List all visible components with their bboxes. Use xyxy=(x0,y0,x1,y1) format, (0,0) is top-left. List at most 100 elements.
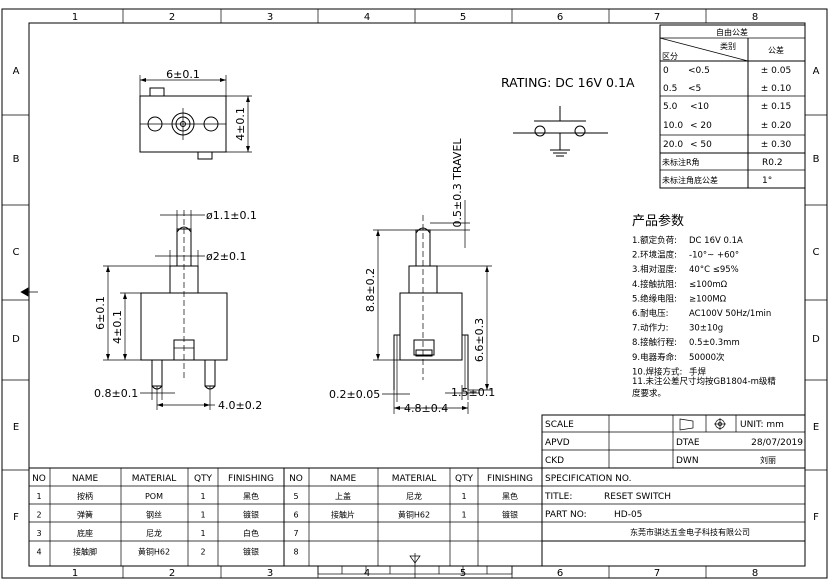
param-value: 50000次 xyxy=(689,352,725,363)
scale-label: SCALE xyxy=(545,420,574,430)
bom-cell: 底座 xyxy=(77,528,93,538)
dim-1-5: 1.5±0.1 xyxy=(451,386,495,399)
bom-cell: 1 xyxy=(461,492,466,501)
param-label: 6.耐电压: xyxy=(632,308,668,319)
bom-cell: 2 xyxy=(36,511,41,520)
tol-to: <10 xyxy=(690,102,709,112)
col-label: 7 xyxy=(654,12,660,23)
bom-cell: 钢丝 xyxy=(146,510,162,520)
tolerance-header-category: 类别 xyxy=(720,41,736,51)
angle-value: 1° xyxy=(762,176,772,186)
bom-cell: 1 xyxy=(36,492,41,501)
tol-from: 0 xyxy=(663,66,669,76)
dim-height-8-8: 8.8±0.2 xyxy=(364,268,377,312)
param-value: 40°C ≤95% xyxy=(689,265,739,275)
tol-value: ± 0.20 xyxy=(761,121,792,131)
row-label: C xyxy=(813,247,820,258)
bom-cell: POM xyxy=(145,492,163,501)
bom-cell: 黄铜H62 xyxy=(398,510,430,520)
bom-header: QTY xyxy=(194,474,213,484)
tol-value: ± 0.10 xyxy=(761,84,792,94)
bom-header: NO xyxy=(32,474,46,484)
param-label: 5.绝缘电阻: xyxy=(632,293,677,304)
param-value: 0.5±0.3mm xyxy=(689,338,740,348)
col-label: 6 xyxy=(557,568,563,579)
tol-to: < 20 xyxy=(690,121,712,131)
dim-pin-width: 0.8±0.1 xyxy=(94,387,138,400)
row-label: F xyxy=(13,512,19,523)
rating-text: RATING: DC 16V 0.1A xyxy=(501,75,635,90)
bom-header: FINISHING xyxy=(487,474,533,484)
tol-from: 10.0 xyxy=(663,121,683,131)
param-label: 10.焊接方式: xyxy=(632,366,682,377)
row-label: A xyxy=(13,66,20,77)
col-label: 1 xyxy=(72,12,78,23)
bom-cell: 1 xyxy=(200,529,205,538)
col-label: 3 xyxy=(267,568,273,579)
params-note-2: 度要求。 xyxy=(632,388,666,399)
ckd-label: CKD xyxy=(545,456,564,466)
unit: UNIT: mm xyxy=(740,420,784,430)
row-label: D xyxy=(12,334,20,345)
bom-cell: 6 xyxy=(293,511,298,520)
params-note-1: 11.未注公差尺寸均按GB1804-m级精 xyxy=(632,376,776,387)
tol-to: <5 xyxy=(688,84,701,94)
bom-cell: 4 xyxy=(36,548,41,557)
projection-symbol xyxy=(679,418,726,431)
dwn-label: DWN xyxy=(676,456,699,466)
param-value: ≥100MΩ xyxy=(689,294,727,304)
product-params: 产品参数 1.额定负荷:DC 16V 0.1A2.环境温度:-10°~ +60°… xyxy=(632,213,776,399)
dim-body-diameter: ø2±0.1 xyxy=(206,250,246,263)
col-label: 8 xyxy=(752,568,758,579)
bom-cell: 白色 xyxy=(243,528,259,538)
bom-cell: 镀银 xyxy=(502,510,518,520)
bom-cell: 1 xyxy=(200,511,205,520)
top-view: 6±0.1 4±0.1 xyxy=(139,68,252,160)
param-value: -10°~ +60° xyxy=(689,251,739,261)
row-label: F xyxy=(813,512,819,523)
row-label: A xyxy=(813,66,820,77)
company-name: 东莞市骐达五金电子科技有限公司 xyxy=(630,527,750,537)
bom-header: MATERIAL xyxy=(132,474,177,484)
dim-thickness-0-2: 0.2±0.05 xyxy=(329,388,380,401)
bom-cell: 2 xyxy=(200,548,205,557)
row-label: D xyxy=(812,334,820,345)
col-label: 6 xyxy=(557,12,563,23)
params-title: 产品参数 xyxy=(632,213,684,229)
bom-cell: 黄铜H62 xyxy=(138,547,170,557)
title-label: TITLE: xyxy=(544,492,572,502)
param-label: 2.环境温度: xyxy=(632,250,677,261)
date-label: DTAE xyxy=(676,438,700,448)
dim-height-6-6: 6.6±0.3 xyxy=(473,318,486,362)
tolerance-table: 自由公差 类别 区分 公差 0 <0.5 ± 0.05 0.5 <5 ± 0.1… xyxy=(659,24,806,189)
bom-cell: 镀银 xyxy=(243,547,259,557)
bom-cell: 按柄 xyxy=(77,491,93,501)
front-view: ø1.1±0.1 ø2±0.1 6±0.1 4±0.1 0.8±0.1 4.0±… xyxy=(94,209,262,412)
col-label: 4 xyxy=(364,12,370,23)
bom-header: FINISHING xyxy=(228,474,274,484)
param-value: 手焊 xyxy=(689,366,707,377)
bom-header: QTY xyxy=(455,474,474,484)
col-label: 2 xyxy=(169,12,175,23)
param-label: 7.动作力: xyxy=(632,323,668,334)
param-value: ≤100mΩ xyxy=(689,280,728,290)
zone-labels: 1 2 3 4 5 6 7 8 1 2 3 4 5 6 7 8 A B C D … xyxy=(12,12,820,579)
apvd-label: APVD xyxy=(545,438,570,448)
bom-cell: 8 xyxy=(293,548,298,557)
row-label: E xyxy=(813,422,819,433)
centering-marks xyxy=(20,284,421,566)
param-value: 30±10g xyxy=(689,324,723,334)
bom-cell: 5 xyxy=(293,492,298,501)
col-label: 8 xyxy=(752,12,758,23)
param-value: AC100V 50Hz/1min xyxy=(689,309,771,319)
bom-cell: 上盖 xyxy=(335,491,351,501)
bom-header: NO xyxy=(289,474,303,484)
col-label: 3 xyxy=(267,12,273,23)
col-label: 7 xyxy=(654,568,660,579)
title-block: SCALE UNIT: mm APVD DTAE 28/07/2019 CKD … xyxy=(541,414,806,542)
param-label: 8.接触行程: xyxy=(632,337,677,348)
tolerance-header-range: 区分 xyxy=(662,52,678,61)
